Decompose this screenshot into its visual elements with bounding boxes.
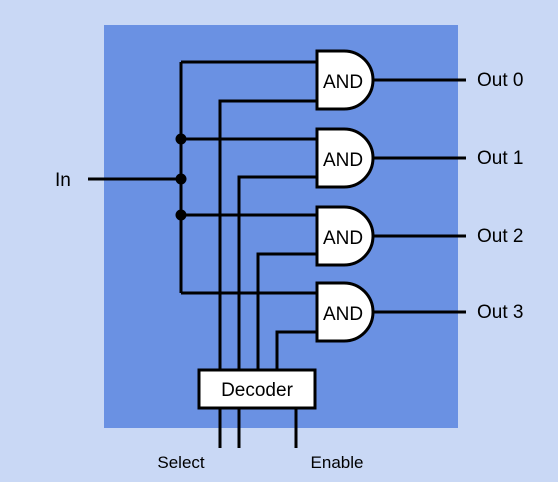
decoder-to-gate-0 <box>218 99 317 372</box>
decoder-to-gate-3 <box>275 330 317 372</box>
decoder-to-gate-2 <box>256 252 317 372</box>
and-gate-3: AND <box>315 281 375 343</box>
junction-dot <box>175 133 187 145</box>
and-gate-label: AND <box>323 228 363 249</box>
and-gate-body <box>315 205 375 267</box>
junction-dot <box>175 209 187 221</box>
and-gate-2: AND <box>315 205 375 267</box>
enable-label: Enable <box>311 453 364 472</box>
circuit-panel <box>104 25 458 428</box>
and-gate-0: AND <box>315 49 375 111</box>
output-label-2: Out 2 <box>477 226 523 247</box>
select-label: Select <box>157 453 205 472</box>
decoder-box <box>197 368 317 410</box>
and-gate-body <box>315 281 375 343</box>
decoder-label: Decoder <box>221 380 293 401</box>
and-gate-body <box>315 49 375 111</box>
and-gate-label: AND <box>323 304 363 325</box>
decoder-block: Decoder <box>197 368 317 410</box>
and-gate-label: AND <box>323 72 363 93</box>
and-gate-label: AND <box>323 150 363 171</box>
junction-dots <box>175 133 187 221</box>
output-label-0: Out 0 <box>477 70 523 91</box>
input-label: In <box>55 170 71 191</box>
junction-dot <box>175 173 187 185</box>
output-label-3: Out 3 <box>477 302 523 323</box>
and-gate-1: AND <box>315 127 375 189</box>
output-label-1: Out 1 <box>477 148 523 169</box>
decoder-to-gate-1 <box>237 175 317 372</box>
and-gate-body <box>315 127 375 189</box>
